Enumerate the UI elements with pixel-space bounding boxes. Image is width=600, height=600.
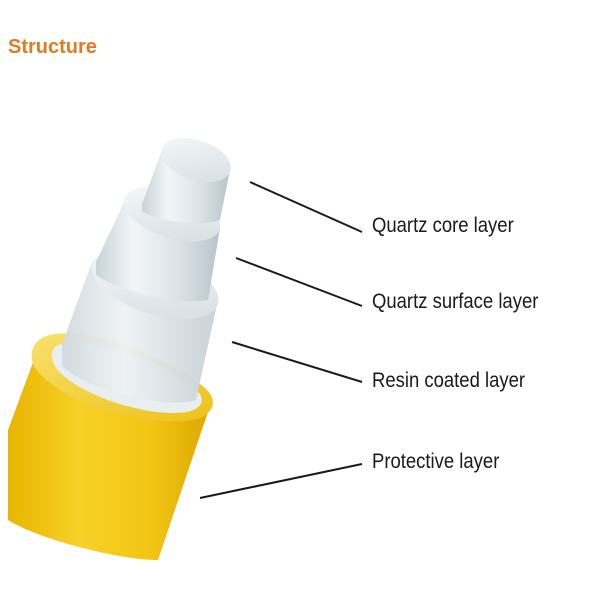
leader-line-quartz-core	[249, 181, 363, 233]
label-quartz-surface-layer: Quartz surface layer	[372, 290, 539, 313]
page-title: Structure	[8, 36, 97, 58]
leader-line-quartz-surface	[235, 257, 363, 307]
leader-line-resin-coated	[231, 341, 363, 383]
leader-line-protective	[199, 463, 363, 499]
label-protective-layer: Protective layer	[372, 450, 500, 473]
label-quartz-core-layer: Quartz core layer	[372, 214, 514, 237]
label-resin-coated-layer: Resin coated layer	[372, 369, 526, 392]
quartz-core-layer-shape	[142, 137, 231, 224]
